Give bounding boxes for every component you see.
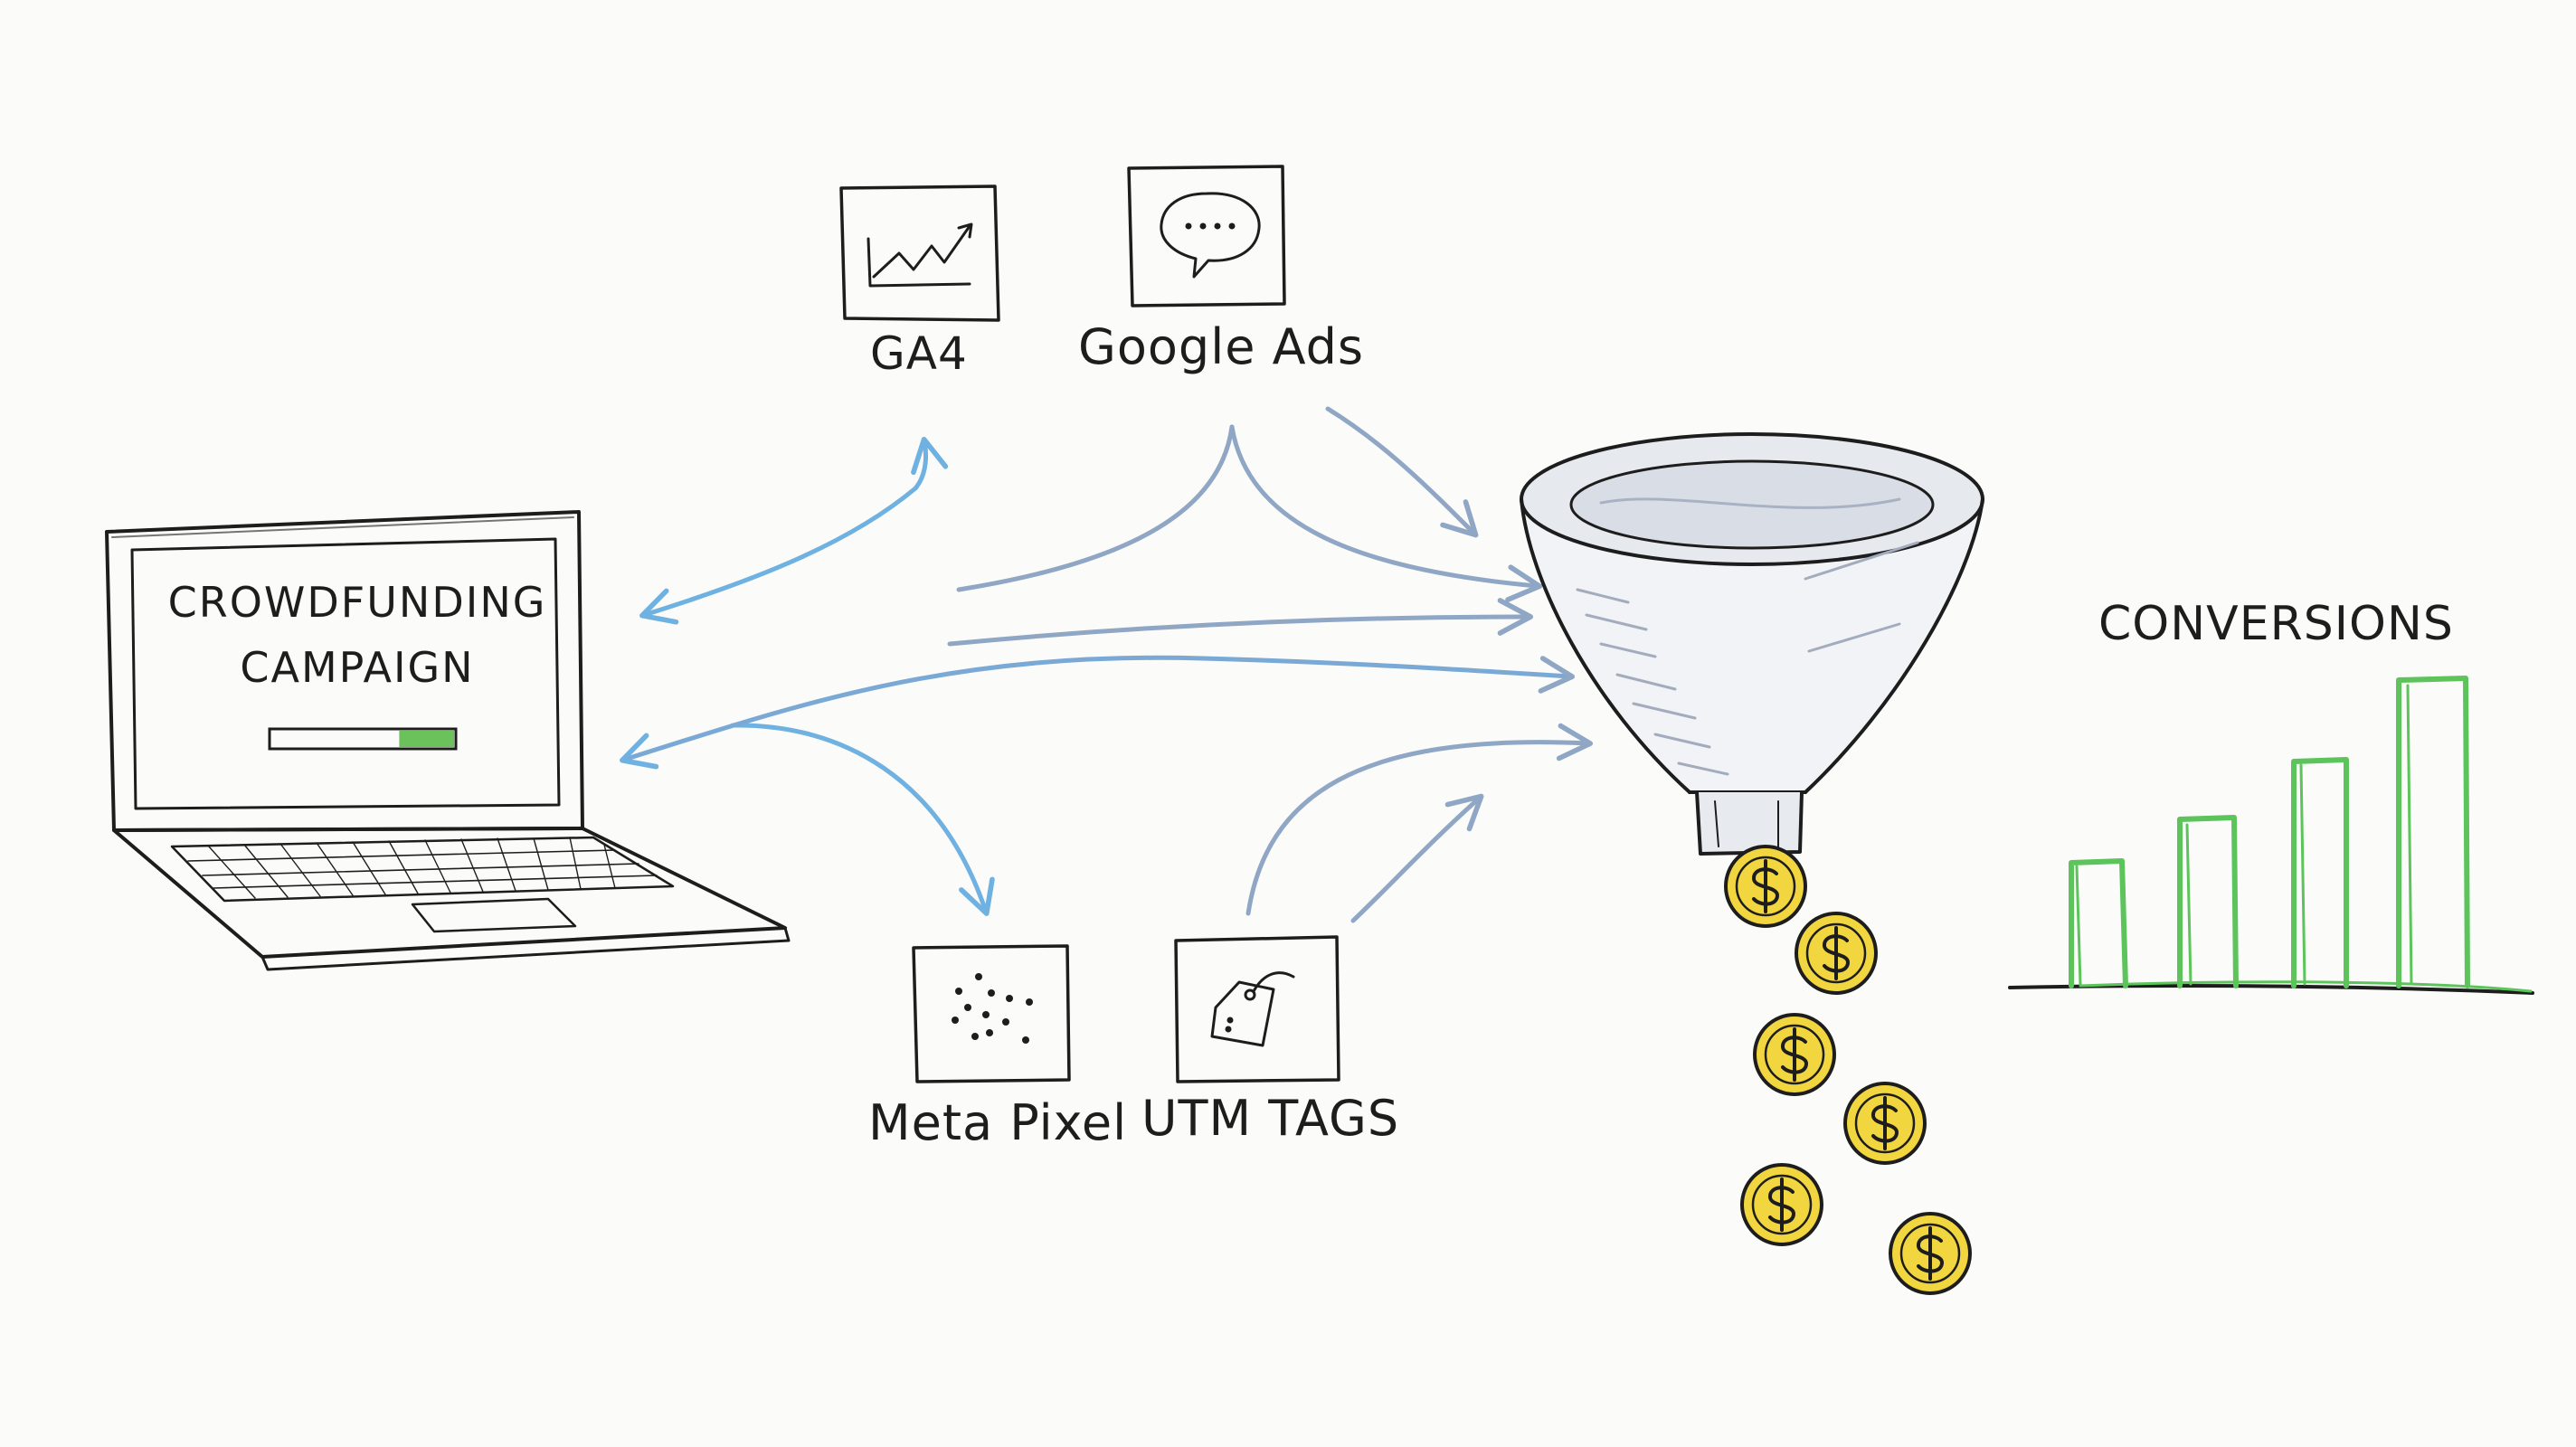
dollar-coin-icon <box>1740 1163 1823 1246</box>
arrow-laptop-ga4 <box>639 436 949 625</box>
arrow-laptop-funnel-bidirectional <box>620 655 1576 770</box>
arrow-google-ads-fork-left <box>956 424 1235 592</box>
conversion-bar <box>2177 815 2239 988</box>
chat-bubble-icon <box>1160 192 1261 279</box>
ga4-box <box>839 184 1000 322</box>
dots-icon <box>952 973 1033 1044</box>
laptop-title-line1: CROWDFUNDING <box>167 578 547 627</box>
google-ads-box <box>1127 165 1286 307</box>
arrow-google-ads-funnel <box>1325 406 1479 538</box>
laptop-title-line2: CAMPAIGN <box>240 643 475 692</box>
conversion-bar <box>2291 757 2349 988</box>
line-chart-icon <box>867 222 973 288</box>
arrow-utm-funnel-short <box>1350 793 1484 923</box>
arrow-center-funnel <box>947 598 1534 647</box>
conversions-chart <box>2008 676 2534 995</box>
google-ads-label: Google Ads <box>1078 318 1364 375</box>
dollar-coin-icon <box>1843 1082 1927 1165</box>
conversion-bar <box>2069 858 2128 988</box>
utm-tags-box <box>1174 935 1340 1083</box>
chart-baseline-green <box>2079 980 2533 993</box>
meta-pixel-label: Meta Pixel <box>868 1094 1128 1151</box>
dollar-coin-icon <box>1889 1212 1972 1295</box>
coins <box>1724 845 1972 1295</box>
dollar-coin-icon <box>1795 912 1878 995</box>
campaign-progress-bar <box>268 727 458 751</box>
laptop <box>105 510 791 971</box>
funnel <box>1520 432 1984 856</box>
conversion-bar <box>2396 676 2470 988</box>
conversions-label: CONVERSIONS <box>2098 597 2454 651</box>
arrow-laptop-meta <box>730 723 995 916</box>
dollar-coin-icon <box>1753 1013 1836 1096</box>
arrow-google-ads-fork-right <box>1229 424 1543 602</box>
arrow-utm-funnel <box>1245 723 1594 916</box>
dollar-coin-icon <box>1724 845 1807 928</box>
price-tag-icon <box>1210 971 1295 1047</box>
laptop-screen-title: CROWDFUNDING CAMPAIGN <box>145 570 570 700</box>
ga4-label: GA4 <box>870 327 968 380</box>
meta-pixel-box <box>912 944 1071 1083</box>
utm-tags-label: UTM TAGS <box>1141 1090 1400 1147</box>
data-flow-arrows <box>620 406 1594 923</box>
